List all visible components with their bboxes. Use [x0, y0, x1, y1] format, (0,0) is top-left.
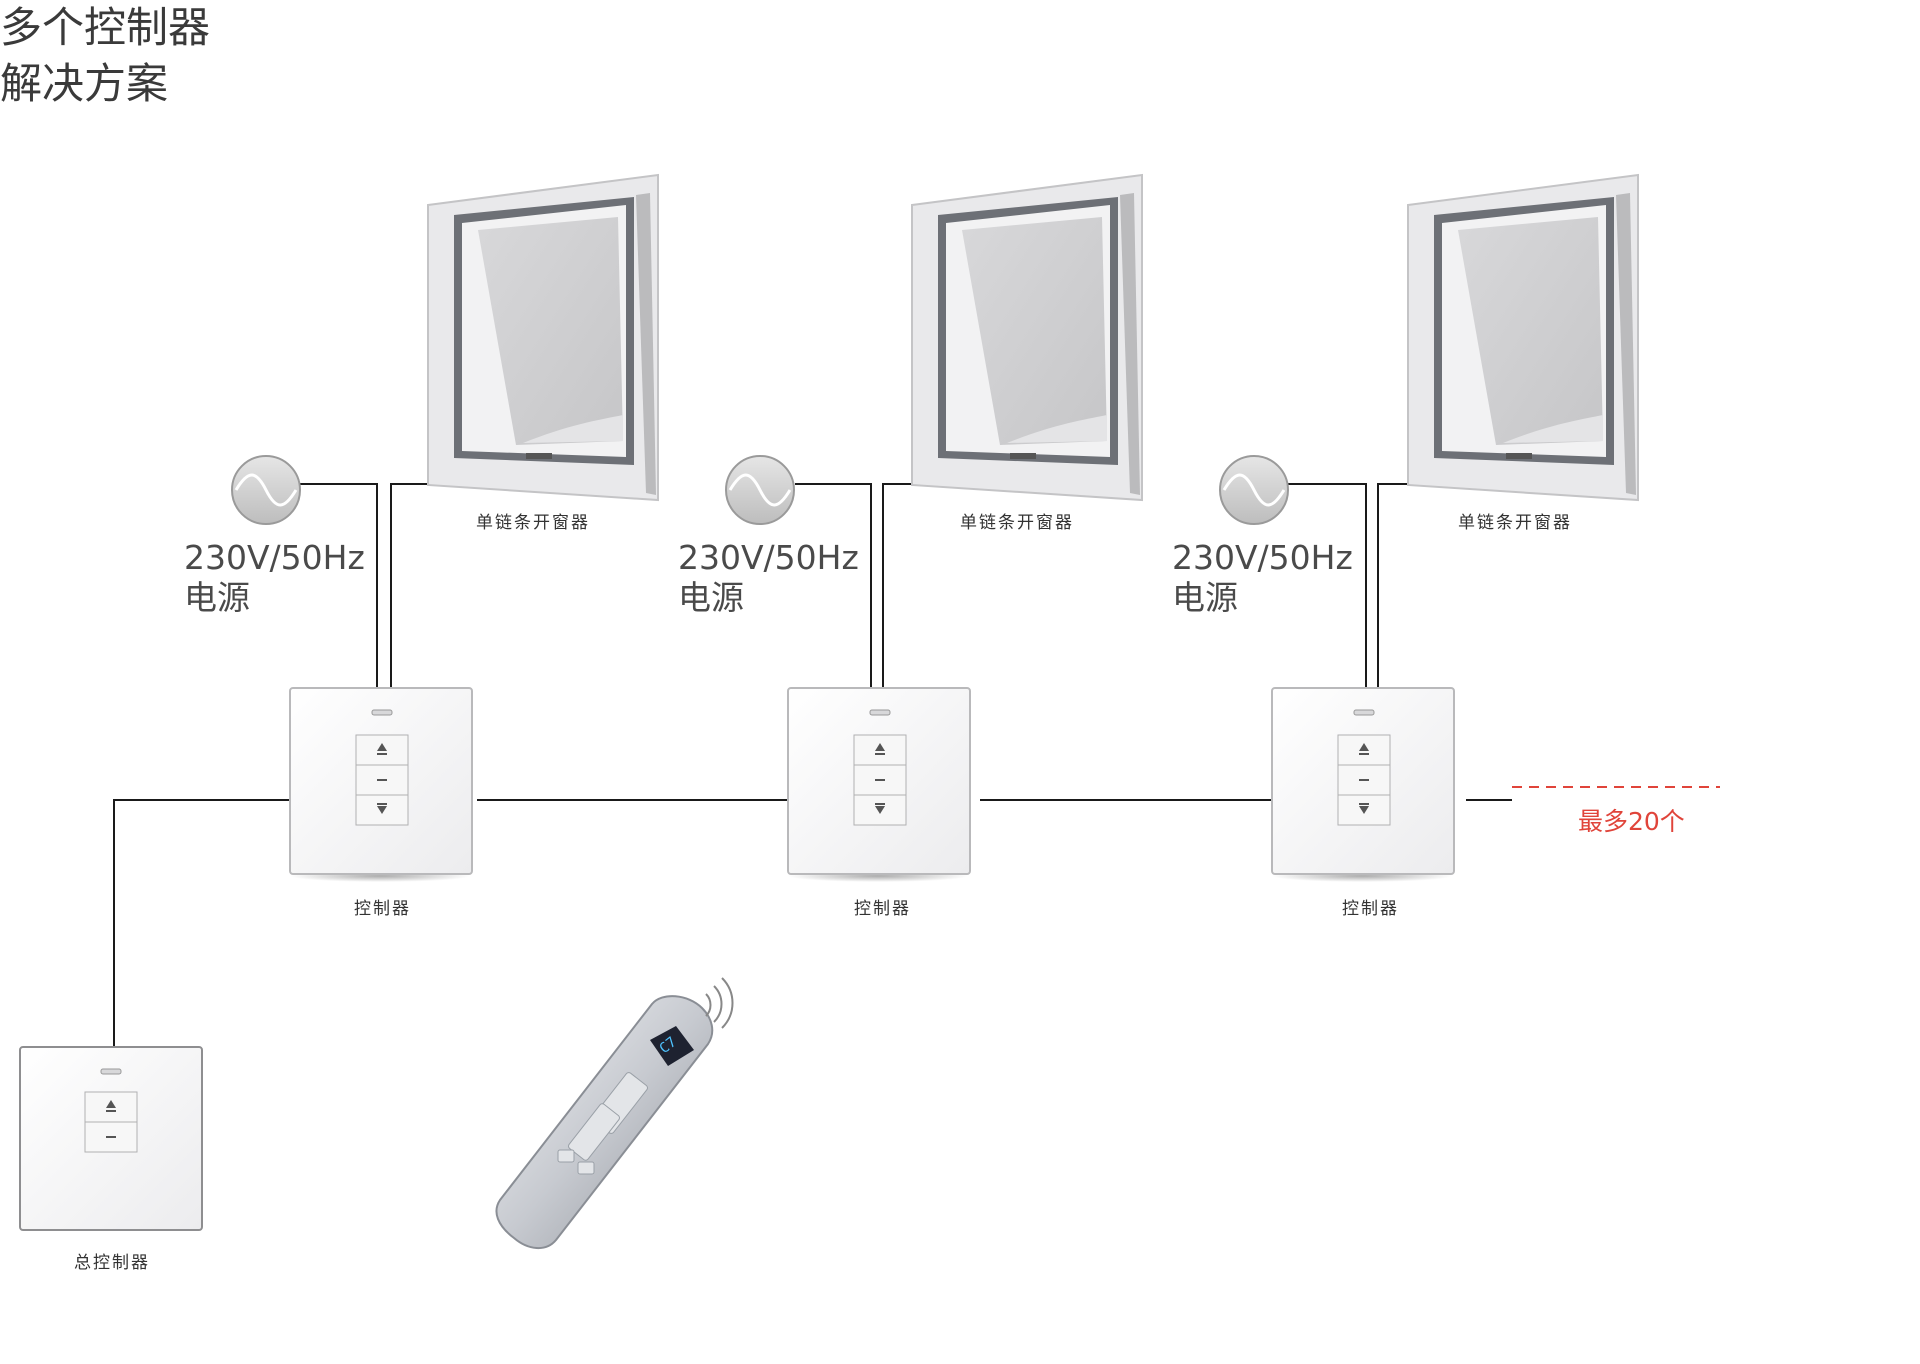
power-source-3 — [1219, 455, 1289, 525]
controller-2 — [787, 687, 971, 882]
power-label-2: 230V/50Hz 电源 — [678, 538, 859, 618]
controller-label-1: 控制器 — [354, 899, 411, 919]
power-voltage-1: 230V/50Hz — [184, 538, 365, 577]
title-line-1: 多个控制器 — [0, 3, 211, 52]
bus-wire-master — [113, 799, 295, 1047]
power-name-2: 电源 — [678, 578, 744, 617]
controller-1 — [289, 687, 473, 882]
power-wire-3 — [1288, 483, 1367, 694]
power-source-1 — [231, 455, 301, 525]
controller-label-2: 控制器 — [854, 899, 911, 919]
window-opener-label-2: 单链条开窗器 — [960, 513, 1074, 533]
power-wire-1 — [300, 483, 378, 694]
power-wire-2 — [795, 483, 872, 694]
power-label-1: 230V/50Hz 电源 — [184, 538, 365, 618]
max-controllers-label: 最多20个 — [1578, 807, 1685, 836]
power-voltage-3: 230V/50Hz — [1172, 538, 1353, 577]
controller-3 — [1271, 687, 1455, 882]
window-2 — [911, 173, 1143, 502]
controller-label-3: 控制器 — [1342, 899, 1399, 919]
power-name-1: 电源 — [184, 578, 250, 617]
master-controller-label: 总控制器 — [74, 1253, 150, 1273]
window-opener-label-1: 单链条开窗器 — [476, 513, 590, 533]
window-3 — [1407, 173, 1639, 502]
power-name-3: 电源 — [1172, 578, 1238, 617]
title-line-2: 解决方案 — [0, 59, 169, 108]
window-1 — [427, 173, 659, 502]
power-voltage-2: 230V/50Hz — [678, 538, 859, 577]
window-opener-label-3: 单链条开窗器 — [1458, 513, 1572, 533]
diagram-title: 多个控制器 解决方案 — [0, 0, 210, 112]
remote-control-icon: C7 — [495, 977, 734, 1249]
power-source-2 — [725, 455, 795, 525]
power-label-3: 230V/50Hz 电源 — [1172, 538, 1353, 618]
master-controller — [19, 1046, 203, 1231]
